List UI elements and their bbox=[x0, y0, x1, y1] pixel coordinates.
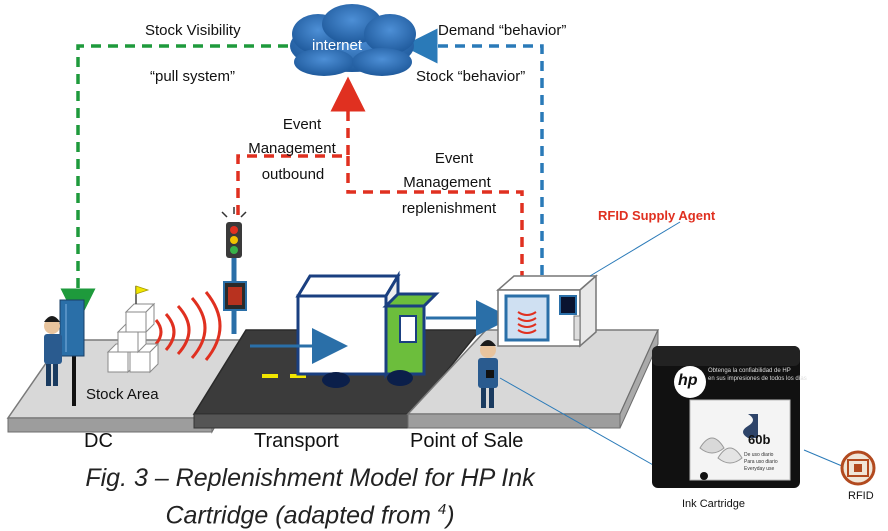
stock-visibility-label: Stock Visibility bbox=[145, 22, 241, 39]
demand-behavior-label: Demand “behavior” bbox=[438, 22, 567, 39]
rfid-reader-pole bbox=[221, 207, 247, 334]
demand-flow bbox=[402, 28, 544, 275]
ink-cartridge-label: Ink Cartridge bbox=[682, 498, 745, 510]
rfid-waves-dc bbox=[154, 291, 222, 361]
package-sub-3: Everyday use bbox=[744, 466, 775, 472]
package-sub-1: De uso diario bbox=[744, 452, 774, 458]
event-replenishment-line-2: Management bbox=[403, 174, 491, 191]
internet-label: internet bbox=[312, 37, 363, 54]
pos-worker-icon bbox=[478, 340, 498, 408]
package-sub-2: Para uso diario bbox=[744, 459, 778, 465]
truck-icon bbox=[295, 270, 440, 388]
rfid-supply-agent-label: RFID Supply Agent bbox=[598, 208, 716, 223]
rfid-label: RFID bbox=[848, 490, 874, 502]
caption-reference: 4 bbox=[437, 501, 447, 518]
stock-area-label: Stock Area bbox=[86, 386, 159, 403]
tag-pointer bbox=[499, 377, 663, 471]
internet-cloud bbox=[290, 4, 416, 76]
figure-caption: Fig. 3 – Replenishment Model for HP Ink … bbox=[30, 462, 590, 531]
caption-line-2: Cartridge (adapted from bbox=[165, 501, 438, 530]
point-of-sale-label: Point of Sale bbox=[410, 430, 524, 452]
event-outbound-line-3: outbound bbox=[261, 166, 325, 183]
agent-pointer bbox=[589, 221, 681, 277]
rfid-tag-icon bbox=[840, 450, 876, 486]
caption-line-1: Fig. 3 – Replenishment Model for HP Ink bbox=[85, 464, 535, 492]
stock-boxes bbox=[106, 302, 160, 374]
pull-system-label: “pull system” bbox=[150, 68, 236, 85]
rfid-supply-agent bbox=[496, 274, 598, 348]
transport-label: Transport bbox=[254, 430, 339, 452]
flag-icon bbox=[135, 285, 150, 304]
caption-close: ) bbox=[446, 501, 455, 530]
stock-visibility-flow bbox=[60, 44, 288, 324]
pos-platform bbox=[406, 329, 660, 429]
package-line-1: Obtenga la confiabilidad de HP bbox=[708, 368, 791, 374]
dc-label: DC bbox=[84, 430, 113, 452]
package-line-2: en sus impresiones de todos los días bbox=[708, 376, 807, 382]
event-replenishment-flow bbox=[346, 156, 524, 290]
event-replenishment-line-1: Event bbox=[434, 150, 474, 167]
stock-behavior-label: Stock “behavior” bbox=[416, 68, 526, 85]
event-outbound-line-2: Management bbox=[248, 140, 336, 157]
rfid-pointer bbox=[803, 449, 843, 467]
dc-worker-icon bbox=[44, 299, 85, 406]
event-outbound-line-1: Event bbox=[282, 116, 322, 133]
ink-cartridge-package bbox=[652, 346, 800, 488]
package-model: 60b bbox=[748, 432, 771, 447]
hp-logo: hp bbox=[678, 372, 698, 389]
event-replenishment-line-3: replenishment bbox=[401, 200, 497, 217]
